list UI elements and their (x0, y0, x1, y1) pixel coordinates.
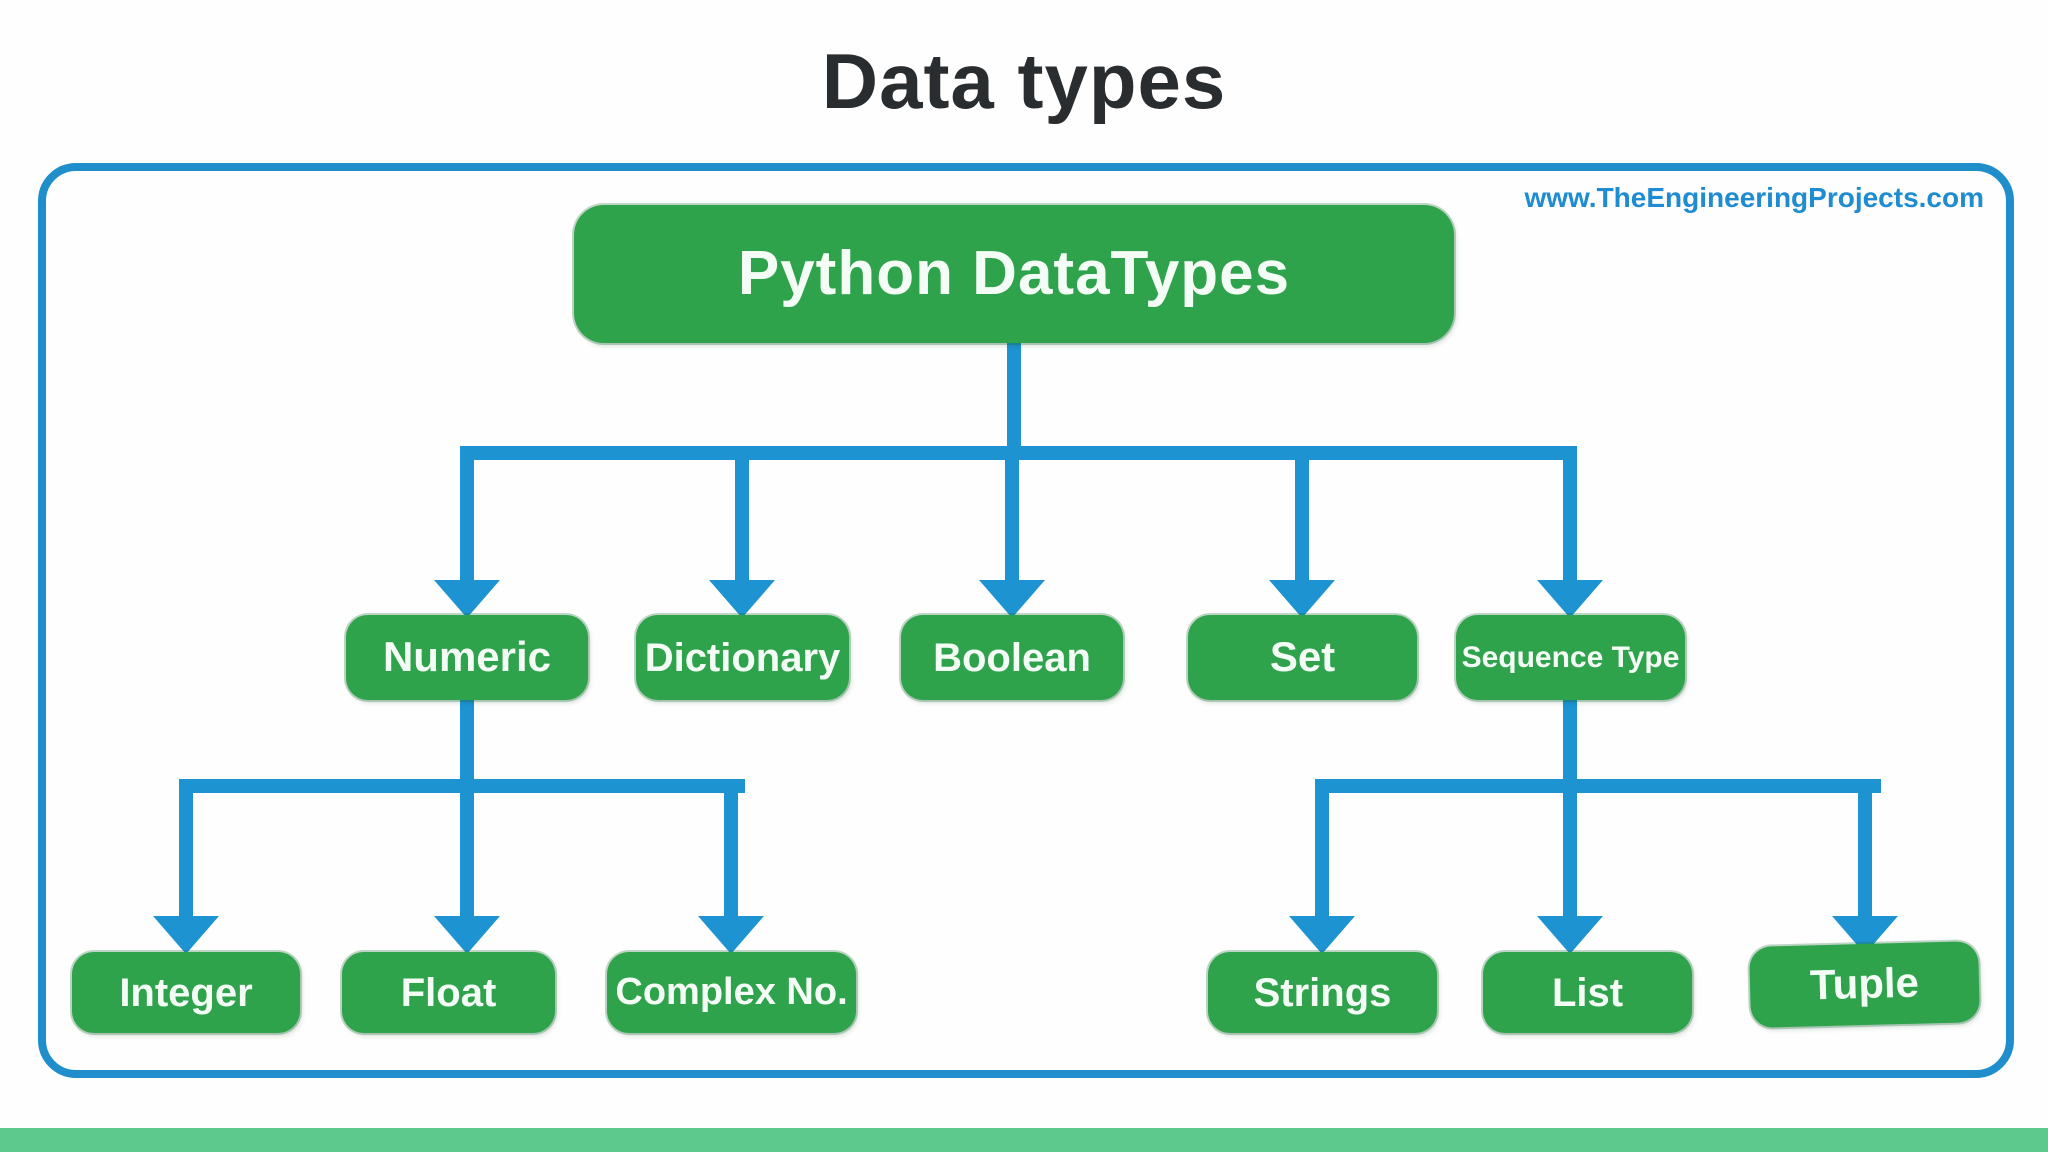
footer-accent-bar (0, 1128, 2048, 1152)
connector-drop-boolean (1005, 446, 1019, 584)
node-sequence-type: Sequence Type (1456, 615, 1685, 700)
connector-drop-set (1295, 446, 1309, 584)
arrowhead-strings-icon (1289, 916, 1355, 954)
arrowhead-boolean-icon (979, 580, 1045, 618)
node-list: List (1483, 952, 1692, 1033)
connector-numeric-hline (179, 779, 745, 793)
node-tuple: Tuple (1748, 941, 1981, 1028)
arrowhead-float-icon (434, 916, 500, 954)
node-set: Set (1188, 615, 1417, 700)
connector-drop-strings (1315, 779, 1329, 920)
page-title: Data types (821, 37, 1227, 125)
arrowhead-numeric-icon (434, 580, 500, 618)
node-complex-no: Complex No. (607, 952, 856, 1033)
node-float: Float (342, 952, 555, 1033)
connector-drop-dictionary (735, 446, 749, 584)
node-python-datatypes: Python DataTypes (574, 205, 1454, 343)
node-dictionary: Dictionary (636, 615, 849, 700)
connector-sequence-stem (1563, 700, 1577, 922)
watermark-url: www.TheEngineeringProjects.com (1524, 182, 1985, 213)
arrowhead-dictionary-icon (709, 580, 775, 618)
connector-drop-numeric (460, 446, 474, 584)
connector-sequence-hline (1315, 779, 1881, 793)
connector-root-stem (1007, 340, 1021, 454)
connector-drop-complex (724, 779, 738, 920)
node-numeric: Numeric (346, 615, 588, 700)
connector-drop-tuple (1858, 779, 1872, 920)
connector-drop-sequence-type (1563, 446, 1577, 584)
node-boolean: Boolean (901, 615, 1123, 700)
arrowhead-sequence-type-icon (1537, 580, 1603, 618)
arrowhead-list-icon (1537, 916, 1603, 954)
connector-drop-integer (179, 779, 193, 920)
arrowhead-integer-icon (153, 916, 219, 954)
arrowhead-complex-icon (698, 916, 764, 954)
node-strings: Strings (1208, 952, 1437, 1033)
node-integer: Integer (72, 952, 300, 1033)
connector-numeric-stem (460, 700, 474, 922)
arrowhead-set-icon (1269, 580, 1335, 618)
